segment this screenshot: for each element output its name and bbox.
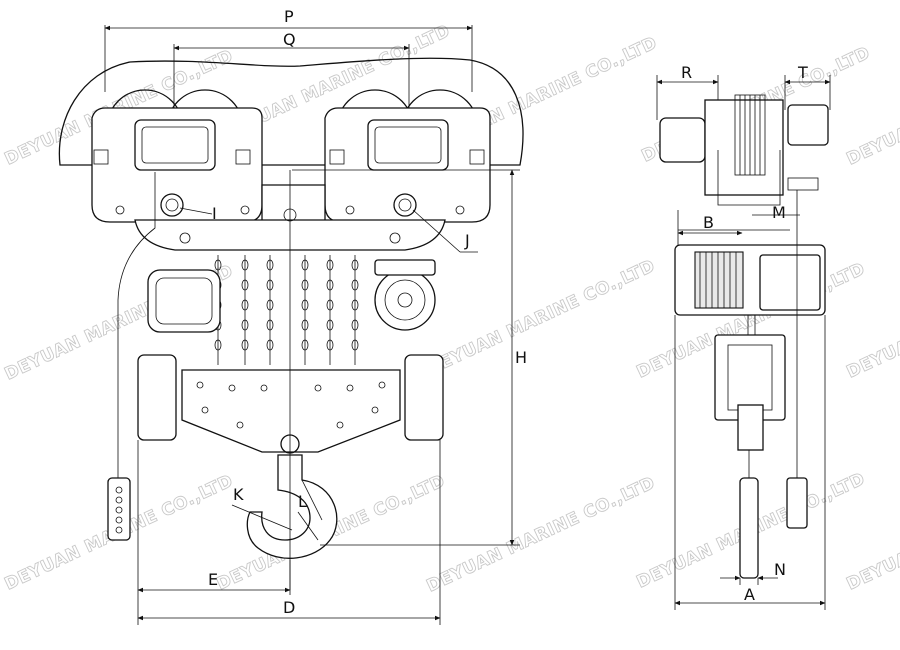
label-h: H bbox=[515, 348, 527, 367]
label-j: J bbox=[464, 231, 470, 250]
label-e: E bbox=[208, 570, 218, 589]
label-i: I bbox=[212, 204, 217, 223]
side-pendant bbox=[786, 477, 808, 529]
watermark-12: DEYUAN MARINE CO.,LTD bbox=[424, 473, 659, 597]
label-a: A bbox=[744, 585, 755, 604]
left-chain-bag bbox=[137, 354, 177, 441]
connecting-beam bbox=[261, 184, 326, 223]
pendant-controller bbox=[107, 477, 131, 541]
right-motor-box bbox=[367, 119, 449, 171]
label-t: T bbox=[797, 63, 808, 82]
front-view: P Q bbox=[58, 7, 527, 625]
pulley-i bbox=[160, 193, 184, 217]
right-gearbox bbox=[374, 269, 436, 331]
label-n: N bbox=[774, 560, 786, 579]
side-view: R T B M bbox=[656, 63, 831, 610]
side-trolley-motor bbox=[659, 117, 706, 163]
right-chain-bag bbox=[404, 354, 444, 441]
left-motor-box bbox=[134, 119, 216, 171]
bottom-block bbox=[181, 369, 401, 453]
trolley-cover bbox=[58, 57, 524, 166]
label-l: L bbox=[298, 492, 307, 511]
label-b: B bbox=[703, 213, 714, 232]
hook bbox=[246, 454, 338, 559]
side-brake-box bbox=[787, 104, 829, 146]
label-p: P bbox=[284, 7, 294, 26]
side-trolley-frame bbox=[704, 99, 784, 196]
pendant-cable bbox=[117, 172, 156, 478]
label-r: R bbox=[681, 63, 692, 82]
side-hook bbox=[739, 477, 759, 579]
label-m: M bbox=[772, 203, 786, 222]
label-k: K bbox=[233, 485, 244, 504]
watermark-7: DEYUAN MARINE CO.,LTD bbox=[424, 256, 659, 380]
left-hoist-motor bbox=[147, 269, 221, 333]
pulley-j bbox=[393, 193, 417, 217]
load-chains bbox=[214, 255, 359, 365]
label-d: D bbox=[283, 598, 295, 617]
label-q: Q bbox=[283, 30, 296, 49]
